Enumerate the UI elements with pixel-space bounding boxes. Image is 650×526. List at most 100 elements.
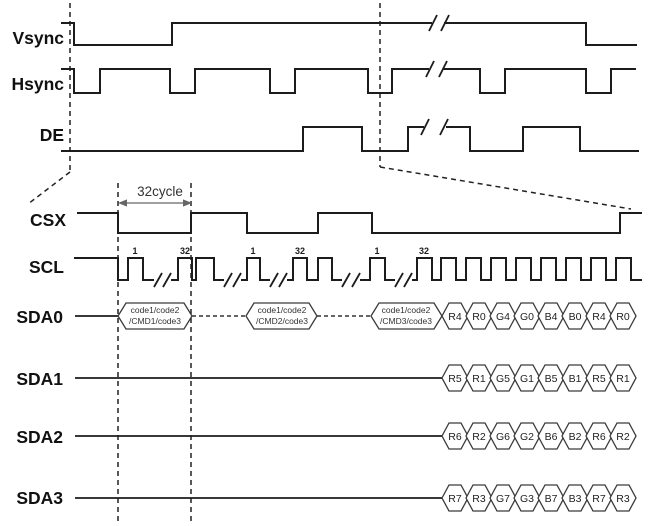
data-bit-label: B1 [569, 373, 582, 385]
data-bit-label: R6 [592, 431, 606, 443]
data-bit-label: R0 [616, 311, 630, 323]
data-bit-label: G4 [496, 311, 510, 323]
break-mark [351, 272, 361, 288]
scl-tick-label: 32 [180, 246, 190, 256]
scl-tick-label: 32 [419, 246, 429, 256]
sda2-label: SDA2 [16, 427, 63, 447]
cmd1-hex [117, 302, 193, 330]
cycle-annotation-label: 32cycle [137, 184, 183, 199]
data-bit-label: R4 [592, 311, 606, 323]
data-bit-hex [609, 422, 637, 450]
signal-labels: Vsync Hsync DE CSX SCL SDA0 SDA1 SDA2 SD… [11, 28, 66, 508]
scl-wave-segment [171, 257, 224, 281]
data-bit-label: B3 [569, 493, 582, 505]
sda3-label: SDA3 [16, 488, 63, 508]
csx-waveform [77, 212, 642, 234]
data-bit-label: G6 [496, 431, 510, 443]
data-bit-label: R1 [616, 373, 630, 385]
cmd2-text-line1: code1/code2 [258, 305, 307, 315]
break-mark [420, 118, 430, 136]
vsync-waveform [61, 14, 637, 46]
vsync-wave-segment [61, 22, 432, 46]
guide-line-right-diagonal [379, 166, 632, 210]
data-bit-label: R5 [592, 373, 606, 385]
vsync-wave-segment [444, 22, 637, 46]
hsync-wave-segment [443, 68, 636, 94]
break-mark [440, 14, 450, 32]
scl-wave-segment [412, 257, 642, 281]
de-waveform [61, 118, 639, 152]
data-bit-label: R0 [472, 311, 486, 323]
break-mark [153, 272, 163, 288]
break-mark [439, 118, 449, 136]
scl-wave-segment [287, 257, 342, 281]
break-mark [232, 272, 242, 288]
scl-tick-label: 1 [374, 246, 379, 256]
break-mark [428, 14, 438, 32]
data-bit-label: G0 [520, 311, 534, 323]
zoom-guides [27, 3, 632, 522]
break-mark [438, 60, 448, 78]
data-bit-label: R1 [472, 373, 486, 385]
cmd1-text-line1: code1/code2 [131, 305, 180, 315]
break-mark [162, 272, 172, 288]
csx-wave-segment [77, 212, 642, 234]
cycle-annotation: 32cycle [118, 184, 192, 207]
sda0-bus: code1/code2 /CMD1/code3 code1/code2 /CMD… [75, 302, 637, 330]
scl-waveform: 1 32 1 32 1 32 [74, 246, 642, 288]
data-bit-label: G3 [520, 493, 534, 505]
data-bit-label: R2 [616, 431, 630, 443]
cmd1-text-line2: /CMD1/code3 [129, 316, 181, 326]
data-bit-label: G5 [496, 373, 510, 385]
cmd3-text-line1: code1/code2 [382, 305, 431, 315]
data-bit-label: B7 [545, 493, 558, 505]
break-mark [269, 272, 279, 288]
data-bit-label: R7 [448, 493, 462, 505]
data-bit-label: B0 [569, 311, 582, 323]
cmd3-text-line2: /CMD3/code3 [380, 316, 432, 326]
scl-wave-segment [360, 257, 395, 281]
de-label: DE [40, 125, 64, 145]
sda1-label: SDA1 [16, 369, 63, 389]
de-wave-segment [61, 126, 424, 152]
scl-tick-label: 1 [250, 246, 255, 256]
data-bit-hex [609, 364, 637, 392]
scl-tick-label: 1 [132, 246, 137, 256]
scl-label: SCL [29, 257, 64, 277]
data-bit-label: B5 [545, 373, 558, 385]
hsync-waveform [61, 60, 636, 94]
cmd2-hex [245, 302, 318, 330]
vsync-label: Vsync [12, 28, 64, 48]
data-bit-label: R6 [448, 431, 462, 443]
sda3-bus: R7 R3 G7 G3 B7 B3 R7 R3 [75, 484, 637, 512]
scl-tick-label: 32 [295, 246, 305, 256]
break-mark [223, 272, 233, 288]
data-bit-label: R4 [448, 311, 462, 323]
hsync-label: Hsync [11, 74, 64, 94]
data-bit-label: B6 [545, 431, 558, 443]
data-bit-label: G1 [520, 373, 534, 385]
sda0-label: SDA0 [16, 307, 63, 327]
break-mark [394, 272, 404, 288]
data-bit-hex [609, 484, 637, 512]
cmd2-text-line2: /CMD2/code3 [256, 316, 308, 326]
data-bit-label: G7 [496, 493, 510, 505]
data-bit-label: G2 [520, 431, 534, 443]
data-bit-hex [609, 302, 637, 330]
guide-line-left-diagonal [27, 171, 71, 205]
hsync-wave-segment [61, 68, 429, 94]
break-mark [403, 272, 413, 288]
break-mark [425, 60, 435, 78]
data-bit-label: R7 [592, 493, 606, 505]
data-bit-label: R5 [448, 373, 462, 385]
csx-label: CSX [30, 210, 66, 230]
sda2-bus: R6 R2 G6 G2 B6 B2 R6 R2 [75, 422, 637, 450]
break-mark [341, 272, 351, 288]
cycle-arrow-head-left [118, 199, 127, 207]
scl-wave-segment [241, 257, 270, 281]
data-bit-label: B2 [569, 431, 582, 443]
scl-wave-segment [74, 257, 154, 281]
data-bit-label: R2 [472, 431, 486, 443]
